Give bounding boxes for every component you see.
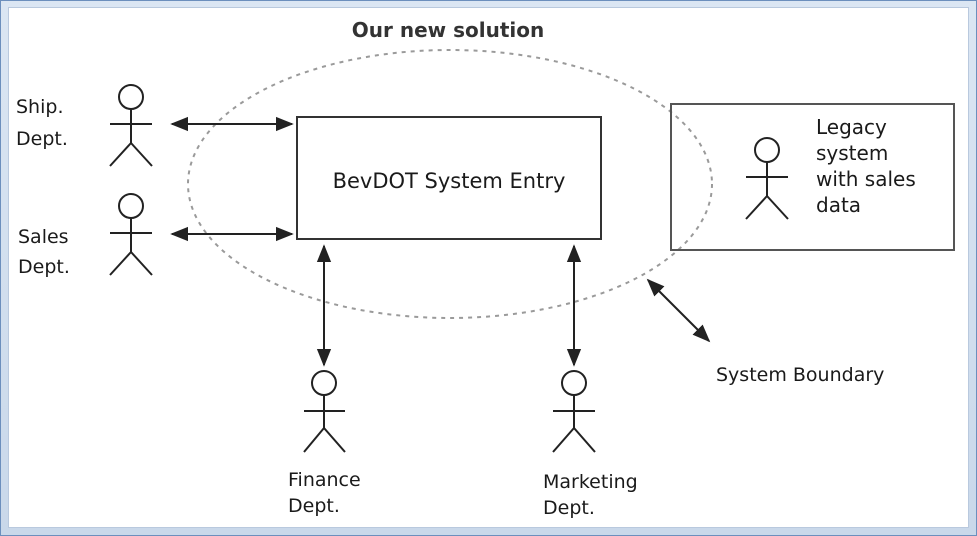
bevdot-system-box [296,116,602,240]
actor-ship-label: Ship. Dept. [16,96,70,150]
legacy-system-label: Legacy system with sales data [816,115,922,217]
legacy-system-box [670,103,955,251]
actor-finance-label: Finance Dept. [288,469,367,517]
actor-finance-figure [303,370,346,453]
system-boundary-ellipse [187,49,713,319]
actor-legacy-figure [745,137,789,220]
bevdot-system-label: BevDOT System Entry [333,169,566,193]
system-boundary-label: System Boundary [716,364,884,386]
actor-sales-figure [109,193,153,276]
diagram-canvas [8,7,969,528]
actor-sales-label: Sales Dept. [18,226,75,278]
arrow-boundary-pointer [646,278,711,343]
actor-marketing-label: Marketing Dept. [543,471,644,519]
actor-ship-figure [109,84,153,167]
actor-marketing-figure [552,370,596,453]
diagram-title: Our new solution [352,18,544,42]
